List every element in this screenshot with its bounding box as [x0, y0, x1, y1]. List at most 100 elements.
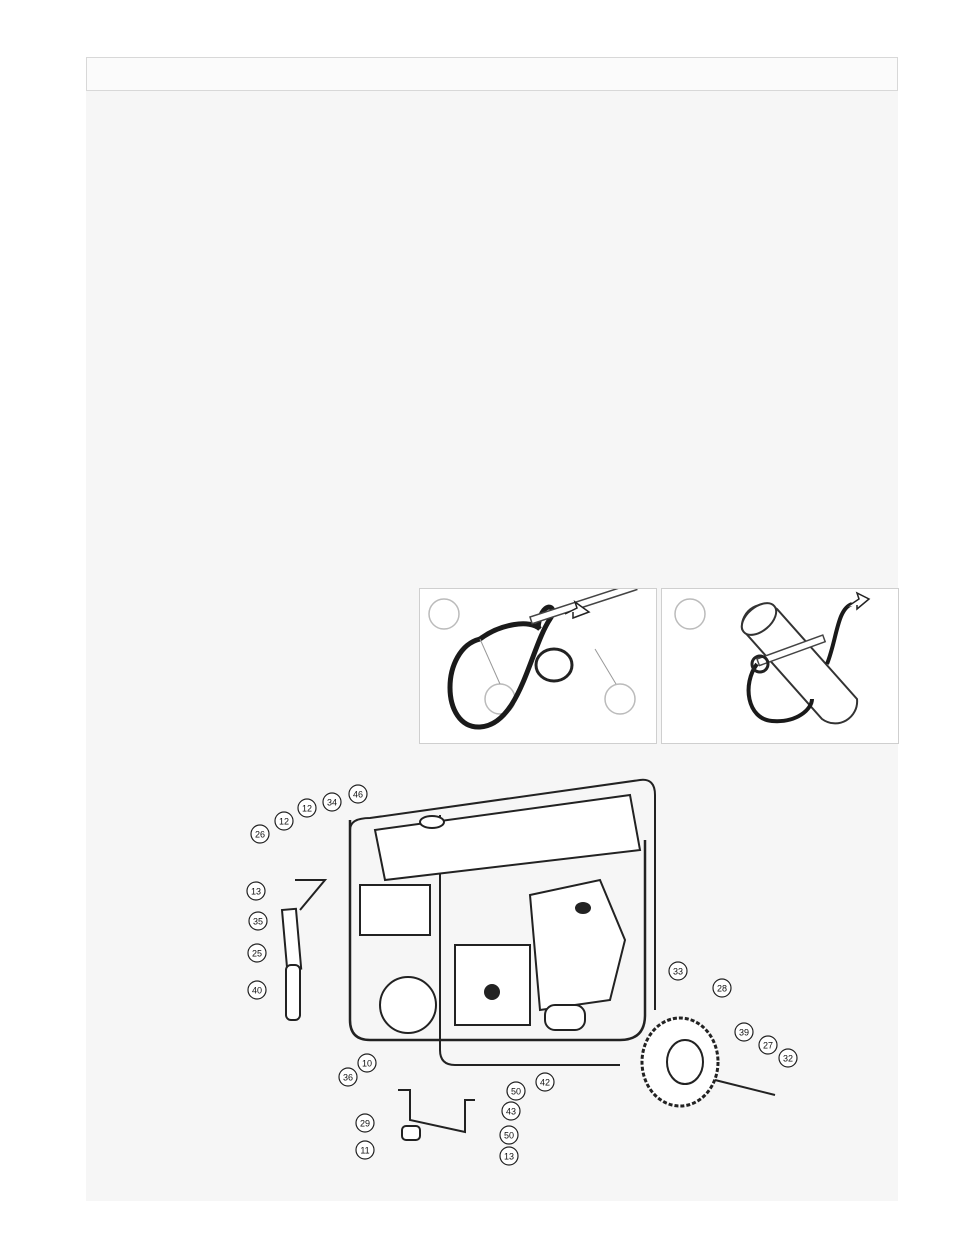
callout-46: 46: [348, 784, 368, 804]
recoil-starter: [379, 976, 437, 1034]
frame-front: [348, 820, 647, 1042]
callout-circle: [778, 1048, 798, 1068]
fuel-cap: [419, 815, 445, 829]
callout-label: 36: [343, 1073, 353, 1083]
callout-label: 33: [673, 967, 683, 977]
callout-12: 12: [274, 811, 294, 831]
callout-42: 42: [535, 1072, 555, 1092]
callout-36: 36: [338, 1067, 358, 1087]
callout-33: 33: [668, 961, 688, 981]
callout-circle: [535, 1072, 555, 1092]
callout-label: 13: [251, 887, 261, 897]
callout-circle: [322, 792, 342, 812]
lanyard-pin-drawing-1: [428, 582, 638, 730]
lanyard-cable: [746, 662, 814, 724]
callout-label: 46: [353, 790, 363, 800]
callout-label: 10: [362, 1059, 372, 1069]
callout-10: 10: [357, 1053, 377, 1073]
callout-label: 35: [253, 917, 263, 927]
arrow-icon: [846, 591, 871, 611]
callout-label: 50: [504, 1131, 514, 1141]
callout-label: 29: [360, 1119, 370, 1129]
callout-label: 28: [717, 984, 727, 994]
callout-circle: [357, 1053, 377, 1073]
callout-40: 40: [247, 980, 267, 1000]
callout-label: 25: [252, 949, 262, 959]
generator-exploded-view: 46 34 12 12 26 13 35 25 40 33 28 39 27 32 10 36 50 42 43 29…: [200, 760, 820, 1180]
alternator-knob: [484, 984, 500, 1000]
callout-circle: [501, 1101, 521, 1121]
callout-32: 32: [778, 1048, 798, 1068]
callout-35: 35: [248, 911, 268, 931]
callout-39: 39: [734, 1022, 754, 1042]
callout-13: 13: [246, 881, 266, 901]
tube-end: [740, 602, 778, 636]
rubber-foot: [401, 1125, 421, 1141]
callout-50: 50: [506, 1081, 526, 1101]
callout-label: 13: [504, 1152, 514, 1162]
callout-43: 43: [501, 1101, 521, 1121]
callout-label: 12: [279, 817, 289, 827]
engine: [528, 878, 627, 1012]
callout-circle: [250, 824, 270, 844]
header-bar: [86, 57, 898, 91]
callout-circle: [758, 1035, 778, 1055]
lanyard-cable: [478, 621, 542, 642]
frame-top: [349, 778, 656, 1010]
pin: [756, 634, 827, 667]
callout-12: 12: [297, 798, 317, 818]
callout-29: 29: [355, 1113, 375, 1133]
step-circle: [604, 683, 636, 715]
frame-rail: [439, 815, 620, 1066]
callout-circle: [247, 980, 267, 1000]
leader-line: [594, 648, 617, 685]
callout-circle: [247, 943, 267, 963]
callout-circle: [348, 784, 368, 804]
lanyard-pin-drawing-2: [674, 591, 871, 725]
lanyard-cable: [447, 604, 556, 730]
callout-circle: [355, 1113, 375, 1133]
callout-label: 50: [511, 1087, 521, 1097]
callout-circle: [274, 811, 294, 831]
callout-label: 43: [506, 1107, 516, 1117]
arrow-icon: [564, 600, 591, 620]
callout-circle: [355, 1140, 375, 1160]
callout-circle: [499, 1146, 519, 1166]
muffler: [544, 1004, 586, 1031]
axle-bolt: [714, 1079, 776, 1096]
handle-tube: [280, 907, 303, 971]
callout-label: 39: [739, 1028, 749, 1038]
callout-label: 40: [252, 986, 262, 996]
callout-circle: [668, 961, 688, 981]
callout-label: 27: [763, 1041, 773, 1051]
engine-cap: [575, 902, 591, 914]
callout-11: 11: [355, 1140, 375, 1160]
callout-circle: [734, 1022, 754, 1042]
callout-label: 26: [255, 830, 265, 840]
control-panel: [359, 884, 431, 936]
wheel-hub: [666, 1039, 704, 1085]
callout-label: 12: [302, 804, 312, 814]
step-circle: [674, 598, 706, 630]
callout-label: 11: [360, 1146, 369, 1156]
callout-circle: [506, 1081, 526, 1101]
handle-bracket: [295, 879, 328, 911]
callout-50: 50: [499, 1125, 519, 1145]
foot-bracket: [398, 1089, 475, 1134]
callout-25: 25: [247, 943, 267, 963]
callout-label: 32: [783, 1054, 793, 1064]
callout-circle: [338, 1067, 358, 1087]
generator-drawing: 46 34 12 12 26 13 35 25 40 33 28 39 27 32 10 36 50 42 43 29…: [246, 778, 798, 1166]
callout-34: 34: [322, 792, 342, 812]
callout-label: 34: [327, 798, 337, 808]
callout-circle: [246, 881, 266, 901]
step-circle: [428, 598, 460, 630]
callout-circle: [297, 798, 317, 818]
callout-circle: [499, 1125, 519, 1145]
callout-label: 42: [540, 1078, 550, 1088]
lanyard-pin-illustration-2: [661, 588, 899, 744]
callout-circle: [712, 978, 732, 998]
callout-13: 13: [499, 1146, 519, 1166]
pin-ring: [534, 647, 574, 683]
fuel-tank: [373, 793, 642, 882]
